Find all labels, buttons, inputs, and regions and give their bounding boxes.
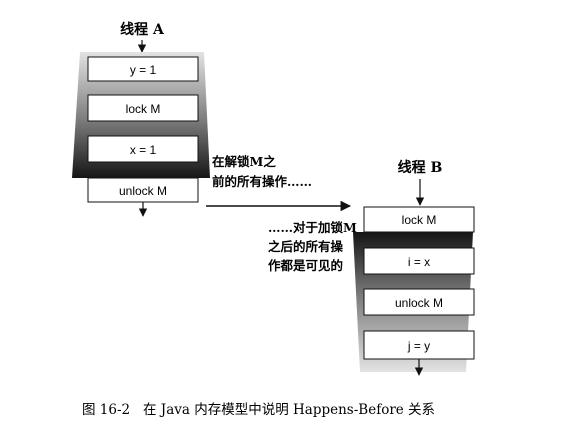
thread-b-step-1: lock M [363, 206, 475, 233]
thread-a-step-3-label: x = 1 [130, 143, 157, 157]
thread-a-step-2: lock M [87, 94, 199, 122]
thread-a-step-3: x = 1 [87, 135, 199, 163]
thread-b-step-3-label: unlock M [395, 296, 443, 310]
thread-b-step-4-label: j = y [407, 339, 430, 353]
acquire-note-line-3: 作都是可见的 [268, 258, 343, 273]
figure-caption: 图 16-2 在 Java 内存模型中说明 Happens-Before 关系 [82, 402, 435, 418]
acquire-note-line-1: ……对于加锁M [268, 220, 357, 235]
thread-b-step-2-label: i = x [408, 255, 430, 269]
thread-a-step-1-label: y = 1 [130, 63, 157, 77]
acquire-note-line-2: 之后的所有操 [268, 239, 344, 254]
thread-a-step-4-label: unlock M [119, 184, 167, 198]
thread-a-step-1: y = 1 [87, 56, 199, 82]
thread-b-step-4: j = y [363, 330, 475, 360]
thread-a-title: 线程 A [120, 21, 165, 38]
release-note-line-2: 前的所有操作…… [212, 174, 312, 189]
thread-b-title: 线程 B [398, 159, 443, 176]
thread-b-step-3: unlock M [363, 288, 475, 316]
thread-a-step-2-label: lock M [126, 102, 161, 116]
thread-a-step-4: unlock M [87, 177, 199, 203]
release-note-line-1: 在解锁M之 [212, 154, 276, 169]
thread-b-step-1-label: lock M [402, 213, 437, 227]
thread-b-step-2: i = x [363, 247, 475, 275]
